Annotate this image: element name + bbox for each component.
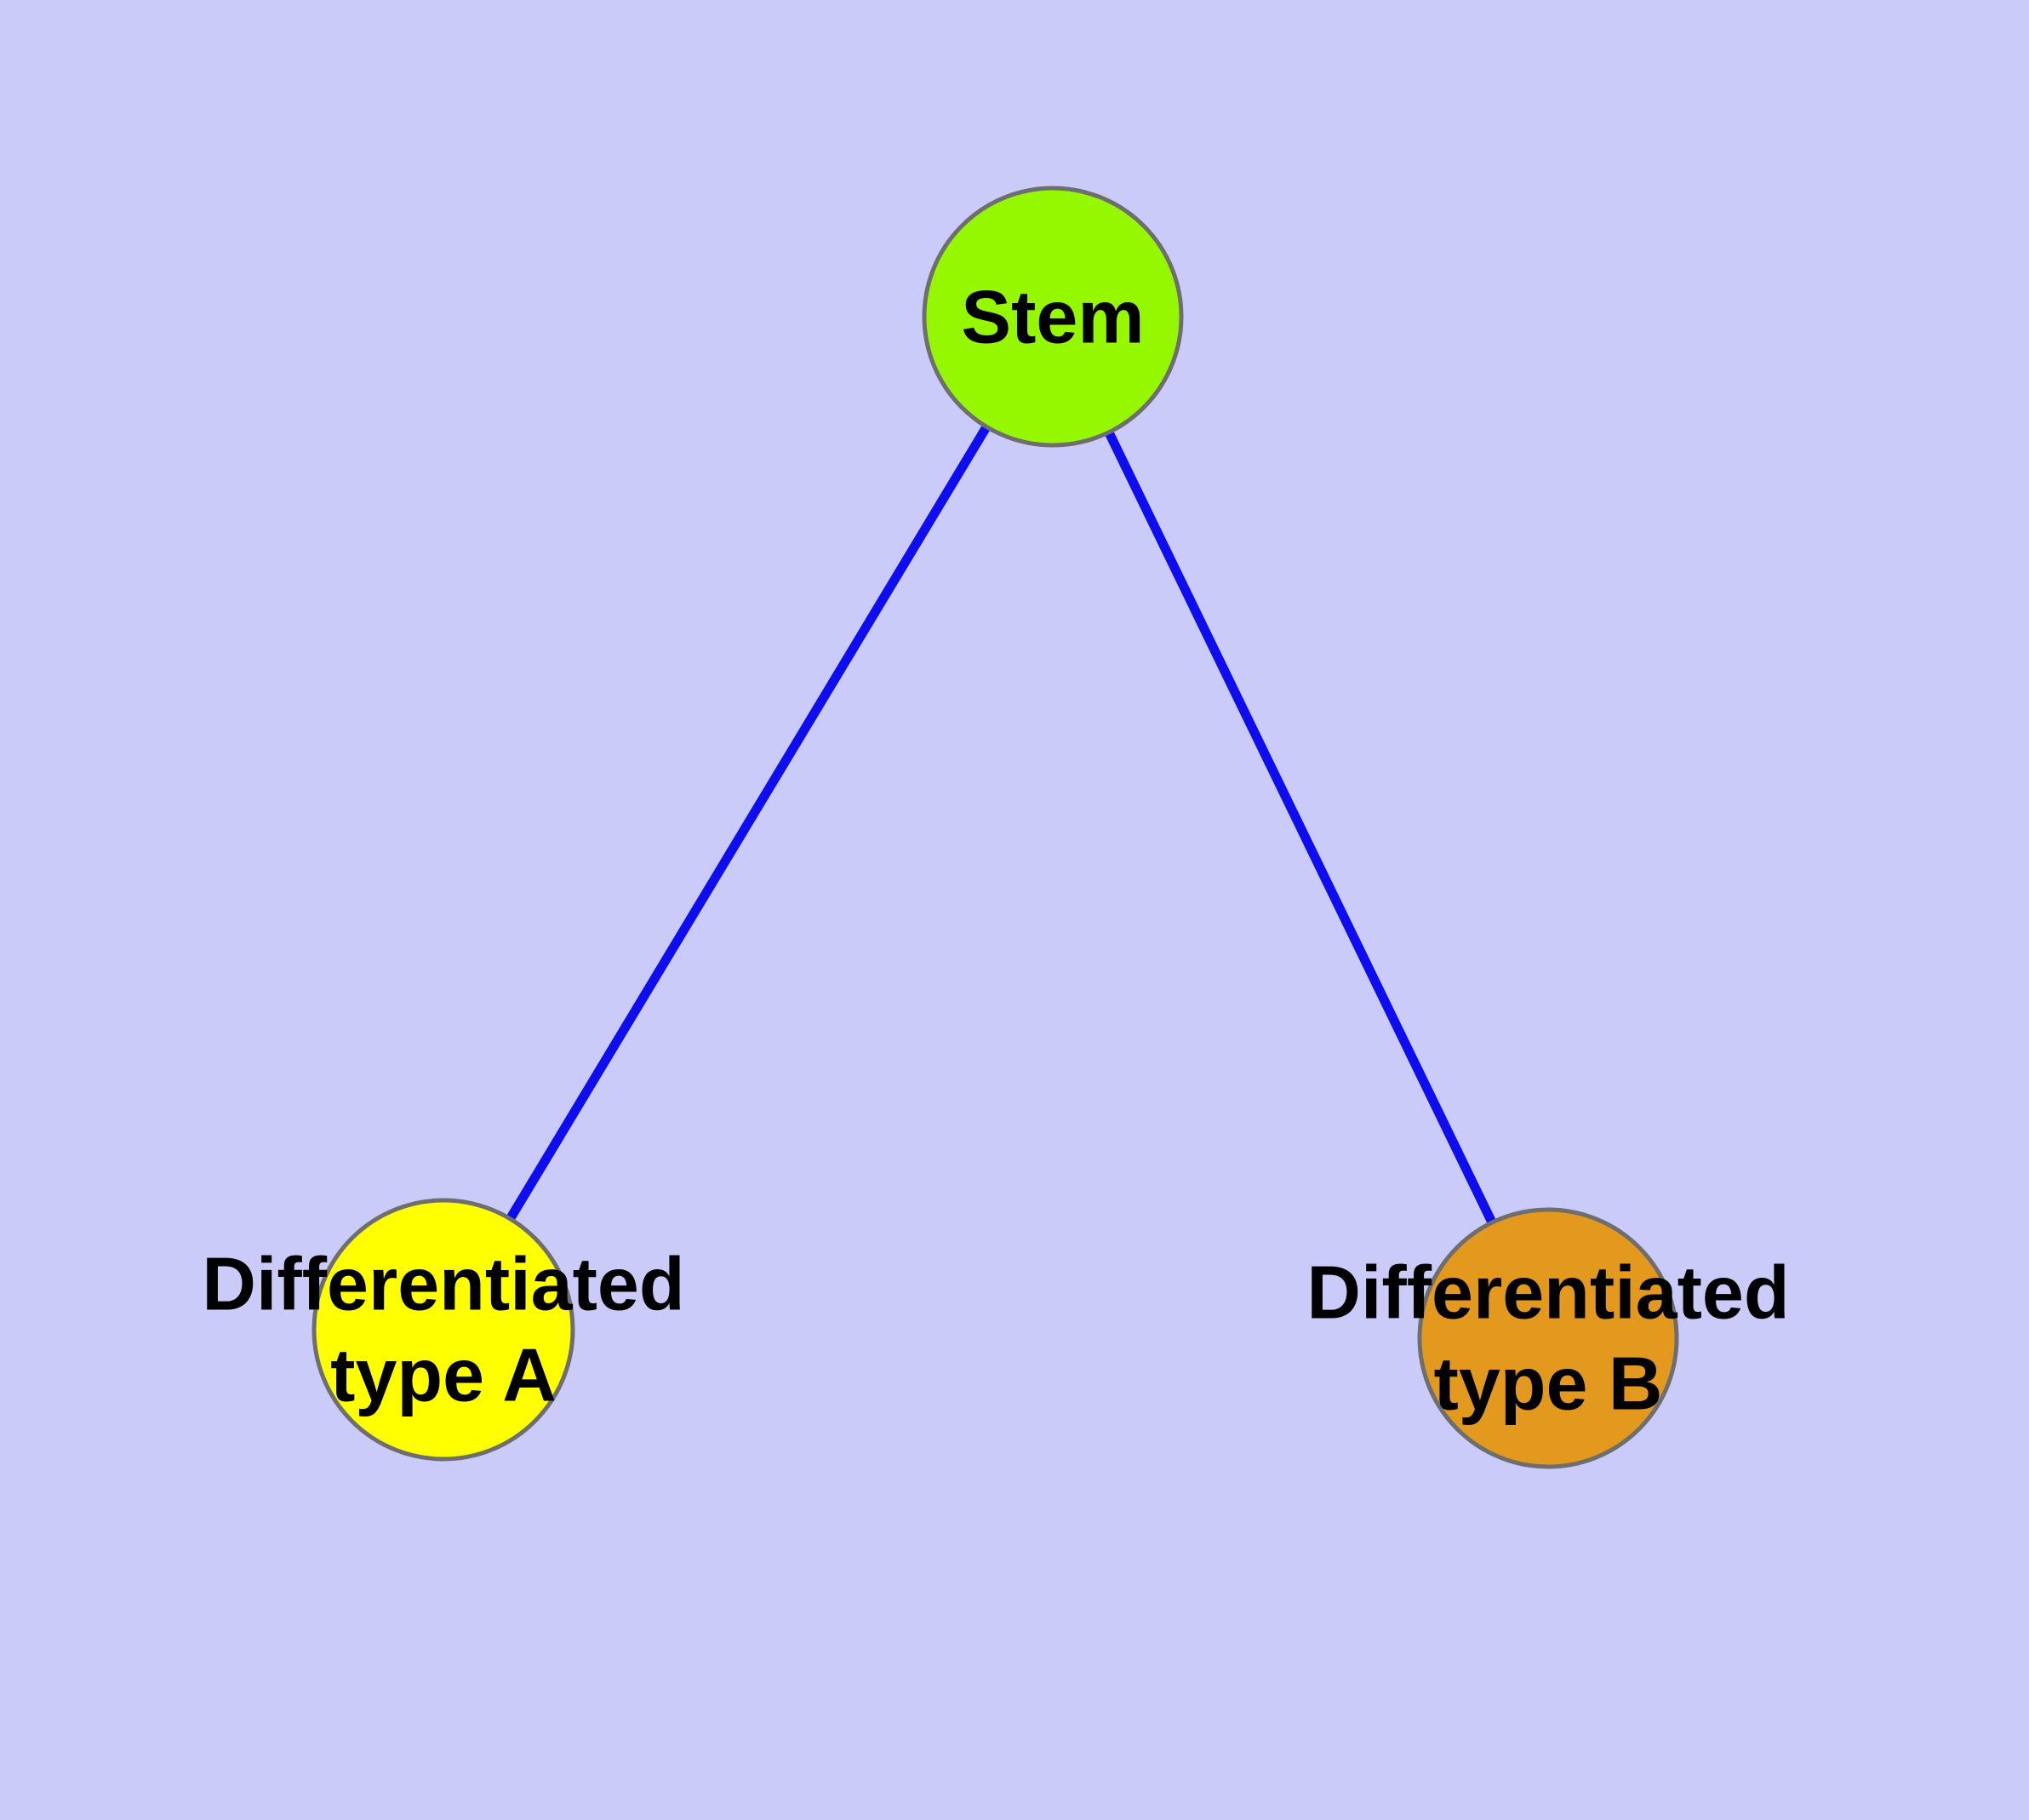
node-differentiated-type-b-circle (1417, 1207, 1679, 1469)
edge-stem-to-type-a (439, 314, 1057, 1332)
edge-stem-to-type-b (1049, 314, 1552, 1341)
node-differentiated-type-a-circle (311, 1198, 575, 1462)
node-stem-circle (922, 186, 1184, 448)
